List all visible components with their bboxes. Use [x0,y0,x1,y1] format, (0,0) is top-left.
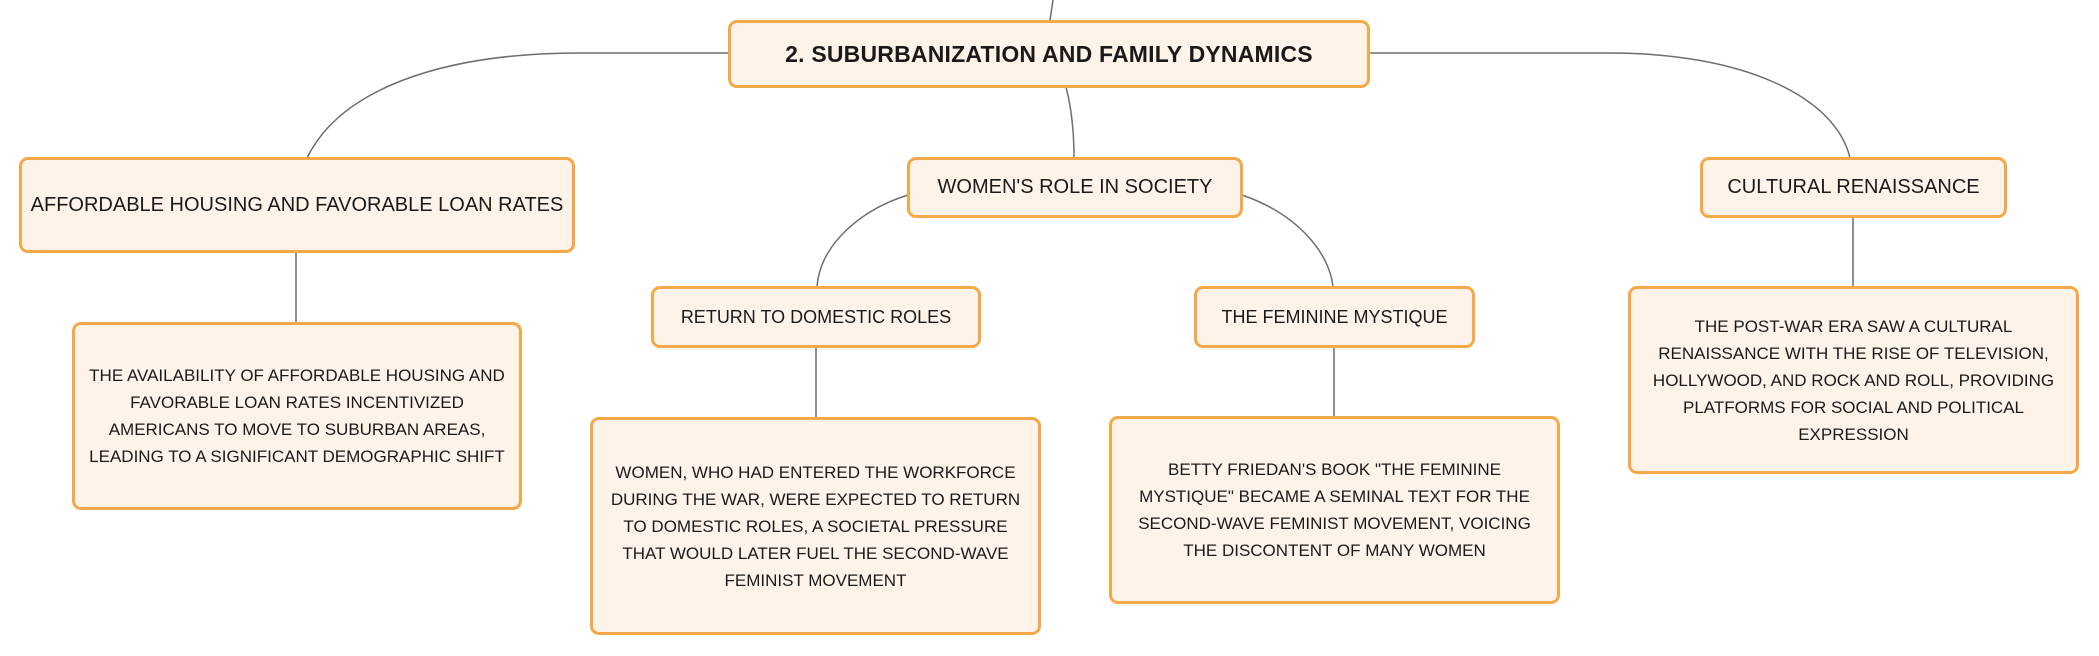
branch-label-cultural-renaissance: CULTURAL RENAISSANCE [1727,176,1980,198]
connector-womens-role-to-domestic [816,194,909,288]
detail-node-feminine-mystique[interactable]: BETTY FRIEDAN'S BOOK "THE FEMININE MYSTI… [1109,416,1560,604]
main-topic-node[interactable]: 2. SUBURBANIZATION AND FAMILY DYNAMICS [728,20,1370,88]
connector-womens-role-to-mystique [1241,194,1334,288]
branch-node-affordable-housing[interactable]: AFFORDABLE HOUSING AND FAVORABLE LOAN RA… [19,157,575,253]
detail-node-cultural-renaissance[interactable]: THE POST-WAR ERA SAW A CULTURAL RENAISSA… [1628,286,2079,474]
detail-text-cultural-renaissance: THE POST-WAR ERA SAW A CULTURAL RENAISSA… [1652,316,2055,444]
connector-main-to-womens-role [1065,86,1075,159]
branch-node-womens-role[interactable]: WOMEN'S ROLE IN SOCIETY [907,157,1243,218]
detail-text-feminine-mystique: BETTY FRIEDAN'S BOOK "THE FEMININE MYSTI… [1138,460,1531,560]
detail-node-affordable-housing[interactable]: THE AVAILABILITY OF AFFORDABLE HOUSING A… [72,322,522,510]
branch-label-affordable-housing: AFFORDABLE HOUSING AND FAVORABLE LOAN RA… [30,193,564,216]
connector-main-to-housing [306,52,728,159]
sub-node-feminine-mystique[interactable]: THE FEMININE MYSTIQUE [1194,286,1475,348]
detail-text-return-to-domestic-roles: WOMEN, WHO HAD ENTERED THE WORKFORCE DUR… [610,462,1021,590]
branch-label-womens-role: WOMEN'S ROLE IN SOCIETY [937,176,1213,198]
branch-node-cultural-renaissance[interactable]: CULTURAL RENAISSANCE [1700,157,2007,218]
sub-node-return-to-domestic-roles[interactable]: RETURN TO DOMESTIC ROLES [651,286,981,348]
sub-label-feminine-mystique: THE FEMININE MYSTIQUE [1221,306,1448,327]
sub-label-return-to-domestic-roles: RETURN TO DOMESTIC ROLES [680,306,952,327]
connector-main-to-cultural [1368,52,1851,159]
connector-to-parent-topic [1049,0,1054,21]
detail-text-affordable-housing: THE AVAILABILITY OF AFFORDABLE HOUSING A… [89,366,505,466]
main-topic-label: 2. SUBURBANIZATION AND FAMILY DYNAMICS [785,40,1313,67]
detail-node-return-to-domestic-roles[interactable]: WOMEN, WHO HAD ENTERED THE WORKFORCE DUR… [590,417,1041,635]
